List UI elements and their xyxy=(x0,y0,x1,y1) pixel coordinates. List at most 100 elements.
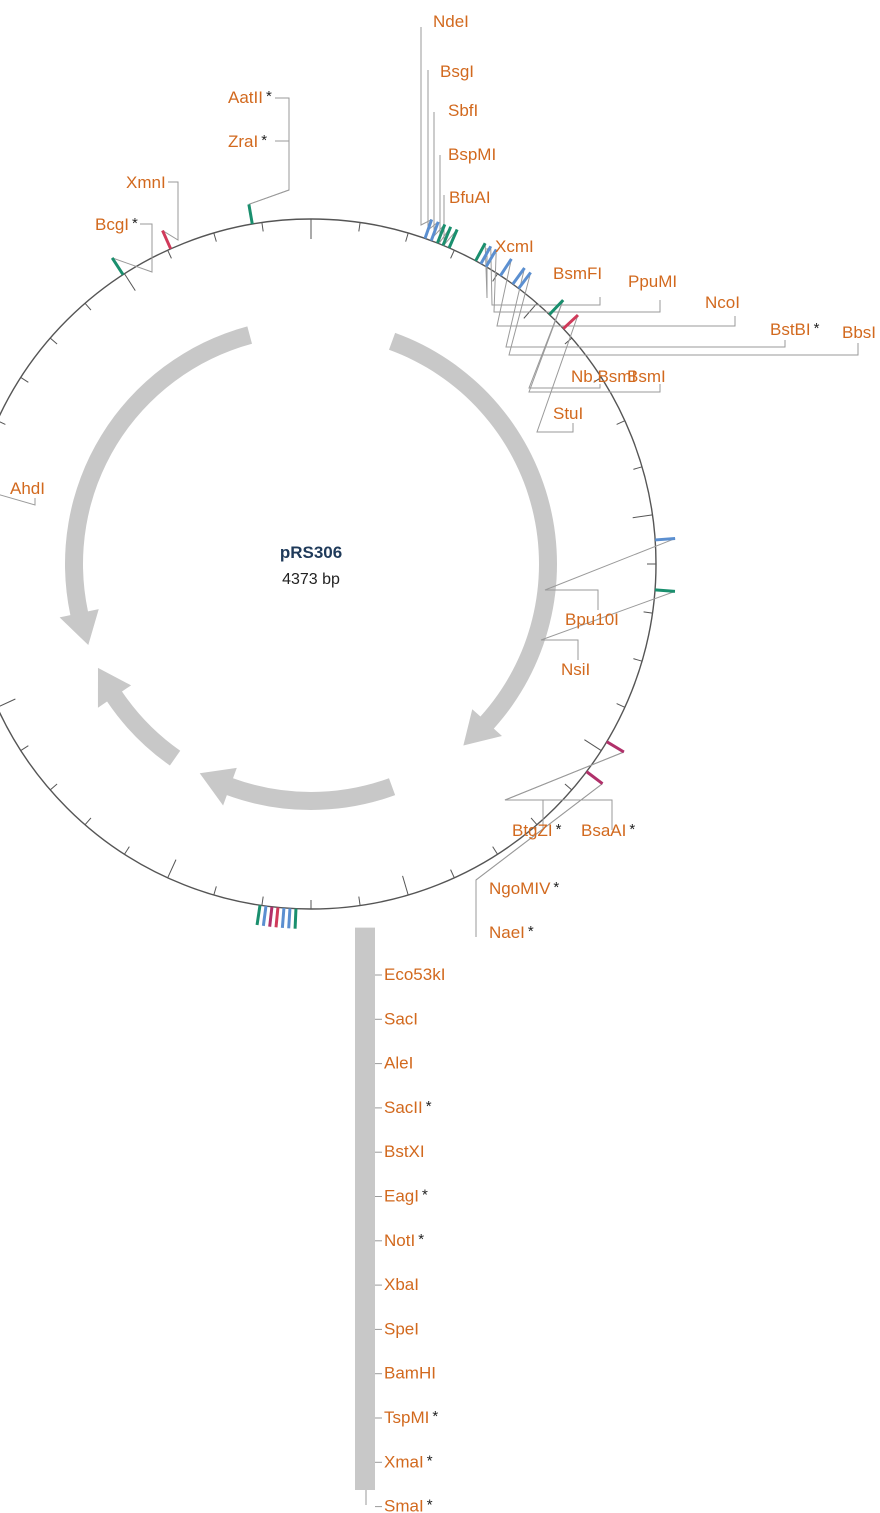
scale-tick xyxy=(450,249,455,259)
scale-tick xyxy=(0,421,6,425)
feature-arrow-bottom xyxy=(199,767,396,810)
scale-tick xyxy=(0,698,16,707)
site-star-aatii: * xyxy=(266,88,272,105)
leader-sbfi xyxy=(433,112,446,238)
leader-xmni xyxy=(162,181,179,241)
site-mark-ncoi xyxy=(499,258,513,277)
site-mark-stui xyxy=(562,313,579,330)
site-mark-bspmi xyxy=(441,226,453,246)
leader-bstbi xyxy=(505,267,786,348)
leader-naei xyxy=(475,783,603,937)
site-mark-sbfi xyxy=(436,223,447,244)
leader-ncoi xyxy=(496,258,736,327)
leader-stui xyxy=(536,314,579,433)
site-star-noti: * xyxy=(418,1231,424,1248)
scale-tick xyxy=(167,249,172,259)
site-label-eagi: EagI xyxy=(384,1187,419,1206)
site-label-ngomiv: NgoMIV xyxy=(489,879,551,898)
leader-bpu10i xyxy=(544,538,676,610)
site-labels: NdeIBsgISbfIBspMIBfuAIAatII*ZraI*XmnIBcg… xyxy=(10,12,876,1513)
leader-bcgi xyxy=(112,223,153,273)
scale-tick xyxy=(616,703,626,708)
site-label-ppumi: PpuMI xyxy=(628,272,677,291)
leader-nsii xyxy=(540,590,676,660)
site-label-bcgi: BcgI xyxy=(95,215,129,234)
scale-tick xyxy=(616,420,626,425)
site-label-aatii: AatII xyxy=(228,88,263,107)
site-star-xmai: * xyxy=(427,1452,433,1469)
leader-bsmfi xyxy=(490,246,601,306)
scale-tick xyxy=(213,232,217,242)
site-mark-mcs-5 xyxy=(261,905,268,927)
plasmid-backbone xyxy=(0,218,657,910)
site-label-stui: StuI xyxy=(553,404,583,423)
scale-tick xyxy=(632,514,653,519)
site-label-xcmi: XcmI xyxy=(495,237,534,256)
site-mark-nsii xyxy=(654,588,676,593)
leader-nb-bsmi xyxy=(528,299,601,389)
site-mark-bbsi xyxy=(517,271,532,290)
site-mark-bsmfi xyxy=(479,245,493,265)
scale-tick xyxy=(593,377,602,383)
scale-tick xyxy=(261,896,264,906)
site-mark-bstbi xyxy=(511,267,526,286)
feature-arrow-lower-left xyxy=(97,667,181,766)
leader-ndei xyxy=(420,27,432,226)
site-label-zrai: ZraI xyxy=(228,132,258,151)
scale-tick xyxy=(49,783,58,791)
scale-tick xyxy=(402,875,409,896)
site-mark-mcs-6 xyxy=(255,904,262,926)
site-star-btgzi: * xyxy=(556,821,562,838)
site-star-zrai: * xyxy=(261,132,267,149)
scale-tick xyxy=(633,658,643,662)
scale-tick xyxy=(167,859,177,879)
leader-bbsi xyxy=(508,272,859,356)
site-marks xyxy=(110,204,676,1490)
site-mark-ndei xyxy=(423,219,434,239)
scale-tick xyxy=(49,337,58,345)
plasmid-name: pRS306 xyxy=(280,543,342,562)
site-mark-mcs-3 xyxy=(274,907,280,928)
scale-tick xyxy=(358,222,361,232)
leader-btgzi xyxy=(504,751,625,830)
site-star-naei: * xyxy=(528,923,534,940)
site-label-btgzi: BtgZI xyxy=(512,821,553,840)
scale-tick xyxy=(492,846,498,855)
leader-aatii xyxy=(248,97,290,205)
scale-tick xyxy=(213,886,217,896)
site-label-bbsi: BbsI xyxy=(842,323,876,342)
leader-bsmi xyxy=(528,299,661,393)
site-label-ahdi: AhdI xyxy=(10,479,45,498)
site-star-bcgi: * xyxy=(132,215,138,232)
site-mark-aatii xyxy=(247,204,254,225)
scale-tick xyxy=(84,302,92,311)
leader-zrai xyxy=(248,140,290,205)
site-label-sbfi: SbfI xyxy=(448,101,478,120)
site-label-xmai: XmaI xyxy=(384,1452,424,1471)
site-mark-mcs-0 xyxy=(293,908,298,929)
site-label-bstxi: BstXI xyxy=(384,1142,425,1161)
site-label-xbai: XbaI xyxy=(384,1275,419,1294)
site-label-bsmi: BsmI xyxy=(627,367,666,386)
site-star-smai: * xyxy=(427,1497,433,1513)
site-star-bsaai: * xyxy=(629,821,635,838)
leader-bsaai xyxy=(504,751,625,830)
site-star-bstbi: * xyxy=(814,320,820,337)
scale-tick xyxy=(643,611,653,614)
site-star-tspmi: * xyxy=(432,1408,438,1425)
site-mark-mcs-4 xyxy=(268,906,274,927)
site-label-alei: AleI xyxy=(384,1054,413,1073)
scale-tick xyxy=(124,846,130,855)
site-mark-mcs-1 xyxy=(287,908,292,929)
mcs-bar xyxy=(355,927,375,1490)
site-label-bfuai: BfuAI xyxy=(449,188,491,207)
site-mark-bcgi xyxy=(110,257,125,276)
site-label-bamhi: BamHI xyxy=(384,1364,436,1383)
feature-arrows xyxy=(59,326,557,810)
leader-ahdi xyxy=(0,494,36,506)
leader-ppumi xyxy=(493,249,661,313)
site-label-nsii: NsiI xyxy=(561,660,590,679)
site-label-bpu10i: Bpu10I xyxy=(565,610,619,629)
site-label-sacii: SacII xyxy=(384,1098,423,1117)
